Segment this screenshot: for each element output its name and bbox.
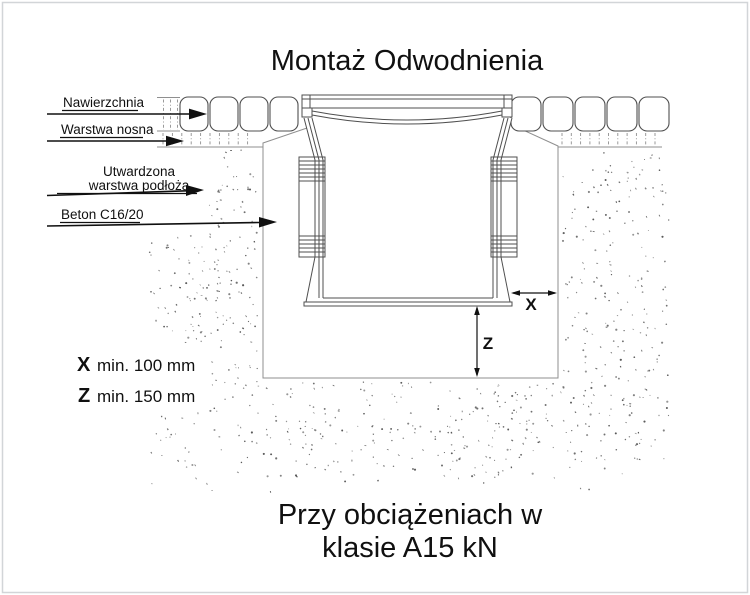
bedding-boundary-lines [157, 97, 662, 148]
callout-subbase: Utwardzona warstwa podłoża [46, 164, 204, 197]
grate-left-lip [301, 107, 313, 118]
channel-left-wall [303, 117, 324, 303]
load-class-caption-line2: klasie A15 kN [322, 532, 498, 564]
paver-block [606, 96, 638, 132]
paver-block [510, 96, 542, 132]
channel-right-wall [492, 117, 513, 303]
grate-detail-lines [302, 95, 512, 108]
pavement-blocks [179, 96, 670, 132]
subbase-label-line2: warstwa podłoża [88, 178, 190, 193]
surface-label: Nawierzchnia [63, 95, 145, 110]
note-z-value: min. 150 mm [97, 387, 195, 406]
note-z-symbol: Z [78, 385, 90, 407]
load-class-caption-line1: Przy obciążeniach w [278, 499, 543, 531]
subbase-arrow-line [46, 190, 188, 197]
dimension-x-arrow: X [511, 290, 557, 314]
page-title: Montaż Odwodnienia [271, 45, 544, 77]
substrate-stipple [148, 149, 670, 493]
anchor-rib [298, 156, 326, 258]
dimension-note-x: X min. 100 mm [77, 354, 195, 376]
callout-bearing: Warstwa nosna [47, 122, 184, 147]
paver-block [209, 96, 239, 132]
callout-surface: Nawierzchnia [47, 95, 207, 120]
paver-block [574, 96, 606, 132]
paver-block [638, 96, 670, 132]
anchor-ribs [298, 156, 518, 258]
grate-right-lip [501, 107, 513, 118]
concrete-arrow-line [46, 221, 260, 227]
concrete-label: Beton C16/20 [61, 207, 144, 222]
channel-body-fill [304, 118, 512, 302]
anchor-rib [490, 156, 518, 258]
concrete-arrowhead-icon [259, 217, 277, 228]
dimension-note-z: Z min. 150 mm [78, 385, 195, 407]
bedding-layer [157, 97, 662, 148]
bearing-label: Warstwa nosna [61, 122, 154, 137]
channel-base [303, 301, 513, 307]
grate-bar [301, 94, 513, 109]
paver-block [542, 96, 574, 132]
bearing-arrowhead-icon [166, 135, 184, 147]
surface-arrowhead-icon [189, 108, 207, 120]
grate-sag-curves [311, 110, 503, 125]
subbase-label-line1: Utwardzona [103, 164, 176, 179]
note-x-symbol: X [77, 354, 91, 376]
callout-concrete: Beton C16/20 [46, 207, 277, 228]
subbase-arrowhead-icon [186, 185, 204, 196]
note-x-value: min. 100 mm [97, 356, 195, 375]
drainage-channel [298, 94, 518, 307]
paver-block [239, 96, 269, 132]
channel-grate [301, 94, 513, 125]
dimension-z-symbol: Z [483, 334, 493, 353]
paver-block [269, 96, 299, 132]
dimension-z-arrow: Z [474, 306, 493, 377]
dimension-x-symbol: X [525, 295, 537, 314]
